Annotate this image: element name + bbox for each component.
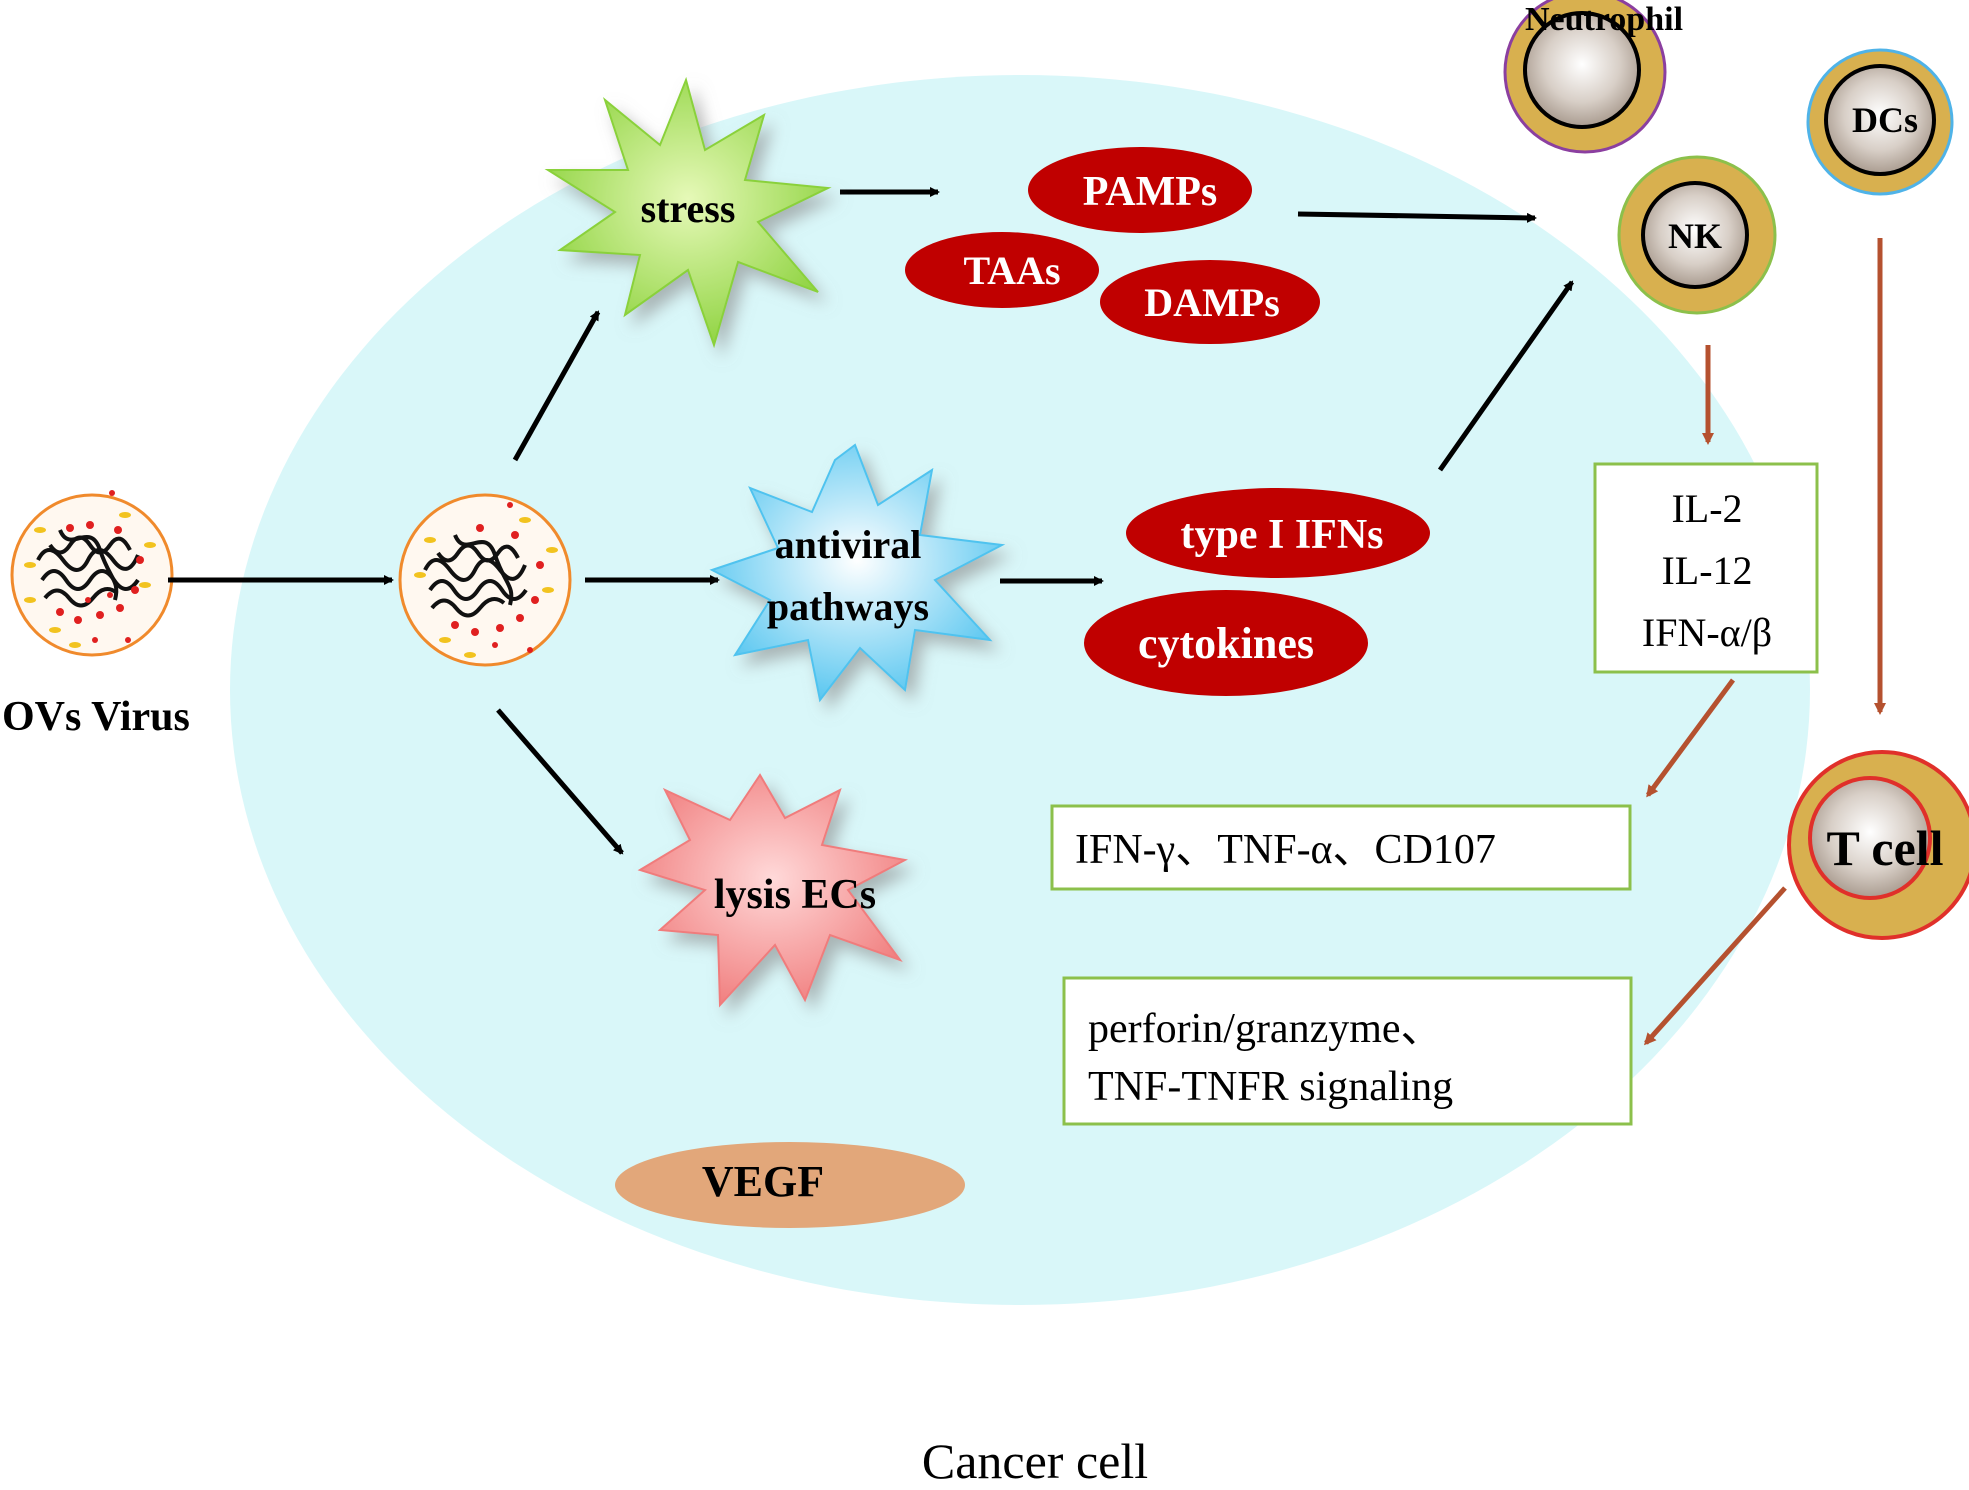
- arrow-interleukins-to-effector: [1645, 678, 1736, 798]
- type1-ifns-oval: [1126, 488, 1430, 578]
- killing-box: [1062, 976, 1633, 1126]
- damps-label: DAMPs: [1144, 280, 1280, 325]
- ovs-virus-particle: [10, 490, 174, 657]
- taas-oval: [905, 232, 1099, 308]
- pamps-label: PAMPs: [1083, 169, 1218, 215]
- stress-label: stress: [641, 186, 736, 231]
- killing-label-line1: perforin/granzyme、: [1088, 1006, 1443, 1052]
- dcs-label: DCs: [1852, 100, 1918, 140]
- stress-burst: [544, 76, 832, 349]
- arrow-cell-to-lysis: [496, 708, 624, 855]
- neutrophil-label: Neutrophil: [1525, 1, 1683, 38]
- cancer-cell-caption: Cancer cell: [922, 1433, 1148, 1489]
- type1-ifns-label: type I IFNs: [1180, 512, 1383, 558]
- effector-label: IFN-γ、TNF-α、CD107: [1075, 827, 1496, 873]
- nk-label: NK: [1668, 216, 1722, 256]
- arrow-pamps-to-immune: [1297, 211, 1537, 223]
- dcs-cell: [1806, 48, 1954, 196]
- taas-label: TAAs: [963, 248, 1060, 293]
- lysis-label: lysis ECs: [714, 872, 876, 918]
- effector-box: [1050, 804, 1632, 891]
- il2-label: IL-2: [1671, 486, 1742, 531]
- pamps-oval: [1028, 147, 1252, 233]
- neutrophil-cell: [1503, 0, 1667, 154]
- interleukins-box: [1593, 462, 1819, 674]
- antiviral-burst: [709, 443, 1006, 703]
- t-cell-label: T cell: [1826, 820, 1943, 876]
- vegf-label: VEGF: [702, 1157, 824, 1206]
- damps-oval: [1100, 260, 1320, 344]
- nk-cell: [1617, 155, 1777, 315]
- antiviral-label-line2: pathways: [767, 584, 929, 629]
- cytokines-label: cytokines: [1138, 619, 1314, 668]
- antiviral-label-line1: antiviral: [775, 522, 922, 567]
- infected-virus-particle: [398, 493, 572, 667]
- cytokines-oval: [1084, 590, 1368, 696]
- arrow-tcell-to-killing: [1643, 886, 1787, 1046]
- ifn-alpha-beta-label: IFN-α/β: [1642, 610, 1772, 655]
- lysis-burst: [637, 773, 909, 1008]
- arrow-cell-to-stress: [512, 310, 601, 462]
- vegf-oval: [615, 1142, 965, 1228]
- arrow-ifns-to-nk: [1437, 280, 1575, 472]
- ovs-virus-label: OVs Virus: [2, 694, 190, 740]
- killing-label-line2: TNF-TNFR signaling: [1088, 1064, 1453, 1110]
- t-cell: [1787, 750, 1969, 940]
- il12-label: IL-12: [1661, 548, 1752, 593]
